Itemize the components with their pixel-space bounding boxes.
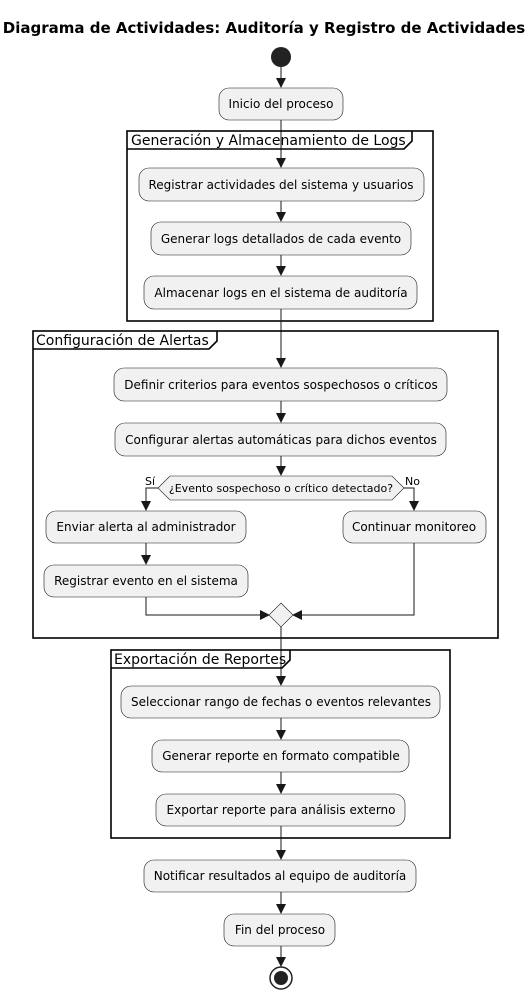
node-seleccionar-rango-label: Seleccionar rango de fechas o eventos re…: [131, 695, 431, 709]
node-notificar: Notificar resultados al equipo de audito…: [143, 859, 417, 893]
node-registrar-actividades: Registrar actividades del sistema y usua…: [138, 167, 425, 202]
diagram-title: Diagrama de Actividades: Auditoría y Reg…: [3, 19, 526, 37]
node-registrar-evento-label: Registrar evento en el sistema: [54, 574, 238, 588]
arrowhead: [276, 413, 286, 423]
arrowhead: [409, 501, 419, 511]
edge-no: [404, 487, 415, 505]
arrowhead: [260, 610, 270, 620]
decision-yes-label: Sí: [145, 475, 156, 488]
edge-yes-merge: [145, 597, 264, 616]
partition-alertas-label: Configuración de Alertas: [36, 333, 209, 349]
arrowhead: [276, 266, 286, 276]
node-exportar-reporte-label: Exportar reporte para análisis externo: [167, 803, 396, 817]
node-continuar-monitoreo-label: Continuar monitoreo: [352, 520, 476, 534]
node-definir-criterios: Definir criterios para eventos sospechos…: [113, 367, 448, 402]
node-generar-logs-label: Generar logs detallados de cada evento: [161, 232, 401, 246]
arrowhead: [276, 904, 286, 914]
arrowhead: [276, 78, 286, 88]
arrowhead: [276, 730, 286, 740]
arrowhead: [141, 501, 151, 511]
node-definir-criterios-label: Definir criterios para eventos sospechos…: [124, 378, 437, 392]
partition-alertas: Configuración de Alertas: [32, 330, 499, 639]
arrowhead: [141, 555, 151, 565]
arrowhead: [276, 676, 286, 686]
node-fin: Fin del proceso: [223, 913, 336, 947]
merge-node: [268, 602, 294, 628]
node-notificar-label: Notificar resultados al equipo de audito…: [154, 869, 407, 883]
end-node: [269, 966, 293, 990]
node-fin-label: Fin del proceso: [235, 923, 325, 937]
edge-no-merge: [298, 543, 415, 616]
node-enviar-alerta: Enviar alerta al administrador: [45, 510, 247, 544]
node-seleccionar-rango: Seleccionar rango de fechas o eventos re…: [120, 685, 441, 719]
arrowhead: [276, 358, 286, 368]
arrowhead: [292, 610, 302, 620]
node-continuar-monitoreo: Continuar monitoreo: [342, 510, 487, 544]
node-generar-reporte: Generar reporte en formato compatible: [151, 739, 410, 773]
decision-no-label: No: [405, 475, 420, 488]
decision-condition: ¿Evento sospechoso o crítico detectado?: [169, 482, 393, 495]
node-configurar-alertas: Configurar alertas automáticas para dich…: [114, 422, 447, 457]
arrowhead: [276, 212, 286, 222]
node-almacenar-logs-label: Almacenar logs en el sistema de auditorí…: [154, 286, 407, 300]
node-registrar-actividades-label: Registrar actividades del sistema y usua…: [148, 178, 413, 192]
partition-logs: Generación y Almacenamiento de Logs: [126, 130, 434, 322]
arrowhead: [276, 158, 286, 168]
node-almacenar-logs: Almacenar logs en el sistema de auditorí…: [143, 275, 418, 310]
partition-reportes-label: Exportación de Reportes: [114, 652, 286, 668]
node-generar-logs: Generar logs detallados de cada evento: [150, 221, 412, 256]
node-generar-reporte-label: Generar reporte en formato compatible: [162, 749, 400, 763]
arrowhead: [276, 784, 286, 794]
decision-node: ¿Evento sospechoso o crítico detectado?: [157, 475, 405, 501]
arrowhead: [276, 850, 286, 860]
node-registrar-evento: Registrar evento en el sistema: [43, 564, 249, 598]
node-configurar-alertas-label: Configurar alertas automáticas para dich…: [125, 433, 437, 447]
node-exportar-reporte: Exportar reporte para análisis externo: [155, 793, 406, 827]
partition-logs-label: Generación y Almacenamiento de Logs: [131, 133, 406, 149]
start-node: [271, 47, 291, 67]
node-inicio: Inicio del proceso: [218, 87, 344, 121]
arrowhead: [276, 466, 286, 476]
arrowhead: [276, 957, 286, 967]
edge-yes: [145, 487, 158, 505]
node-enviar-alerta-label: Enviar alerta al administrador: [56, 520, 235, 534]
node-inicio-label: Inicio del proceso: [229, 97, 334, 111]
